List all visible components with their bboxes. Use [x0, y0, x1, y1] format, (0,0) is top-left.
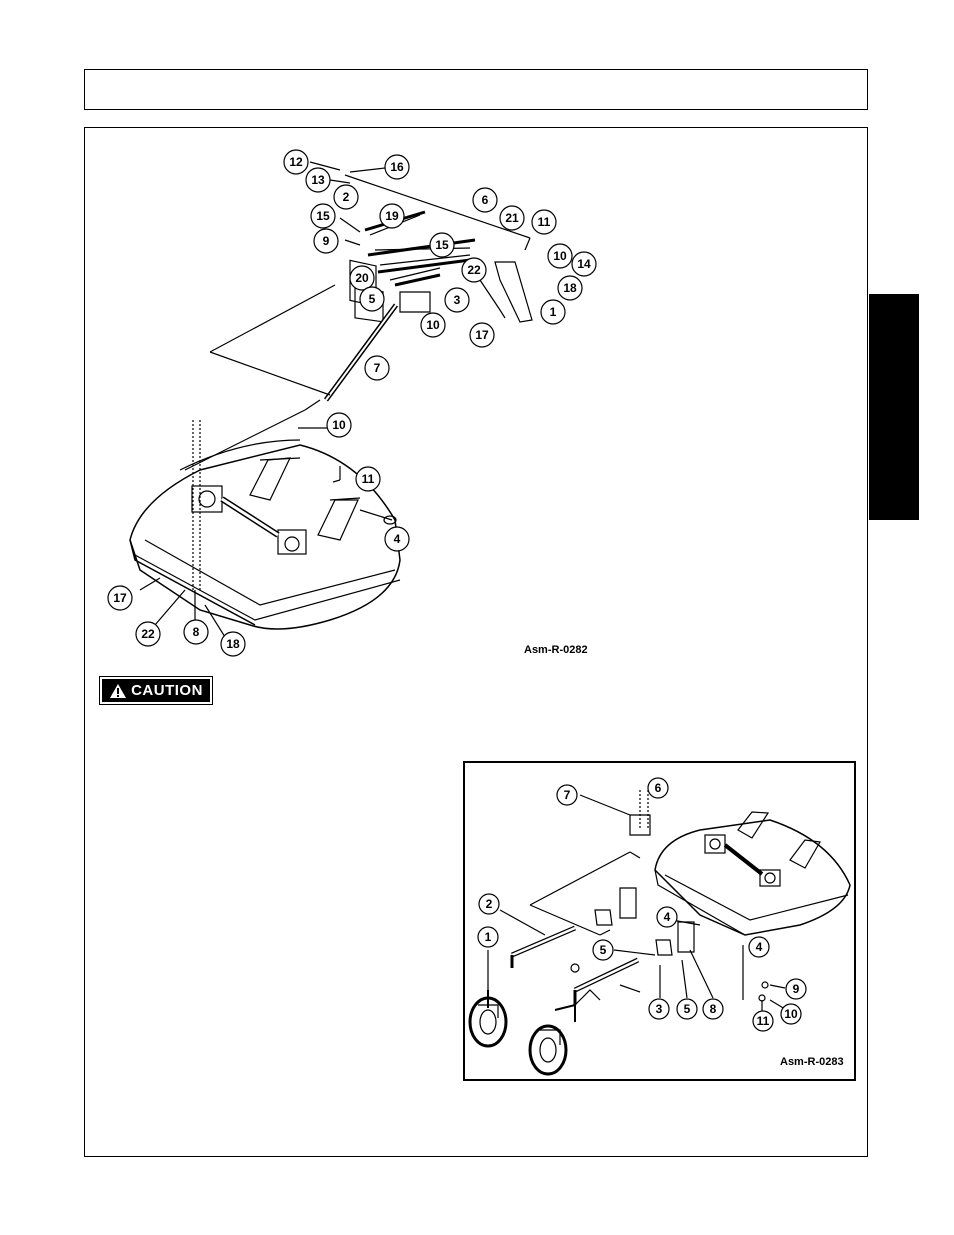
- svg-text:15: 15: [435, 238, 449, 252]
- svg-text:2: 2: [343, 190, 350, 204]
- callout-13: 13: [305, 167, 331, 193]
- svg-text:11: 11: [362, 472, 375, 486]
- svg-text:11: 11: [538, 215, 551, 229]
- callout-15b: 15: [429, 232, 455, 258]
- svg-text:11: 11: [757, 1014, 770, 1028]
- content-frame: [84, 127, 868, 1157]
- svg-text:17: 17: [475, 328, 489, 342]
- svg-text:6: 6: [482, 193, 489, 207]
- callout-10b: 10: [420, 312, 446, 338]
- callout-b8: 8: [702, 998, 724, 1020]
- callout-22b: 22: [135, 621, 161, 647]
- callout-3: 3: [444, 287, 470, 313]
- svg-text:17: 17: [113, 591, 127, 605]
- svg-text:10: 10: [332, 418, 346, 432]
- callout-11b: 11: [355, 466, 381, 492]
- callout-b9: 9: [785, 978, 807, 1000]
- svg-text:1: 1: [485, 930, 492, 944]
- mower-hitch-exploded-diagram: 12 16 13 2 6 15 19 21 11 9 15 10 14 22 2…: [107, 149, 597, 657]
- callout-17a: 17: [469, 322, 495, 348]
- callout-b6: 6: [647, 777, 669, 799]
- callout-b5a: 5: [592, 939, 614, 961]
- callout-21: 21: [499, 205, 525, 231]
- svg-text:3: 3: [656, 1002, 663, 1016]
- callout-b4b: 4: [748, 936, 770, 958]
- callout-15a: 15: [310, 203, 336, 229]
- callout-b3: 3: [648, 998, 670, 1020]
- svg-text:16: 16: [390, 160, 404, 174]
- svg-text:2: 2: [486, 897, 493, 911]
- callout-19: 19: [379, 203, 405, 229]
- callout-b10: 10: [780, 1003, 802, 1025]
- callout-10c: 10: [326, 412, 352, 438]
- svg-text:5: 5: [684, 1002, 691, 1016]
- warning-triangle-icon: [110, 683, 127, 698]
- svg-text:18: 18: [563, 281, 577, 295]
- header-frame: [84, 69, 868, 110]
- svg-text:6: 6: [655, 781, 662, 795]
- svg-text:3: 3: [454, 293, 461, 307]
- svg-text:10: 10: [784, 1007, 798, 1021]
- callout-b5b: 5: [676, 998, 698, 1020]
- callout-12: 12: [283, 149, 309, 175]
- callout-b2: 2: [478, 893, 500, 915]
- svg-text:10: 10: [553, 249, 567, 263]
- svg-text:15: 15: [316, 209, 330, 223]
- svg-text:12: 12: [289, 155, 303, 169]
- svg-text:18: 18: [226, 637, 240, 651]
- callout-5: 5: [359, 286, 385, 312]
- callout-b4a: 4: [656, 906, 678, 928]
- svg-text:21: 21: [505, 211, 519, 225]
- callout-18b: 18: [220, 631, 246, 657]
- svg-text:7: 7: [564, 788, 571, 802]
- callout-14: 14: [571, 251, 597, 277]
- callout-11a: 11: [531, 209, 557, 235]
- caution-label: CAUTION: [131, 682, 203, 699]
- callout-6: 6: [472, 187, 498, 213]
- callout-8a: 8: [183, 619, 209, 645]
- caution-badge: CAUTION: [99, 676, 213, 705]
- callout-18a: 18: [557, 275, 583, 301]
- svg-text:10: 10: [426, 318, 440, 332]
- figure-ref-bottom: Asm-R-0283: [780, 1056, 844, 1068]
- svg-text:9: 9: [323, 234, 330, 248]
- svg-text:4: 4: [394, 532, 401, 546]
- svg-text:14: 14: [577, 257, 591, 271]
- callout-10a: 10: [547, 243, 573, 269]
- callout-2: 2: [333, 184, 359, 210]
- callout-9: 9: [313, 228, 339, 254]
- callout-b1: 1: [477, 926, 499, 948]
- svg-text:1: 1: [550, 305, 557, 319]
- svg-text:19: 19: [385, 209, 399, 223]
- svg-text:22: 22: [467, 263, 481, 277]
- callout-22a: 22: [461, 257, 487, 283]
- callout-4a: 4: [384, 526, 410, 552]
- svg-text:4: 4: [664, 910, 671, 924]
- callout-20: 20: [349, 265, 375, 291]
- svg-text:8: 8: [710, 1002, 717, 1016]
- section-tab: [869, 294, 919, 520]
- svg-text:4: 4: [756, 940, 763, 954]
- svg-text:9: 9: [793, 982, 800, 996]
- callout-b7: 7: [556, 784, 578, 806]
- callout-b11: 11: [752, 1010, 774, 1032]
- caster-wheel-inset: [463, 761, 856, 1081]
- callout-17b: 17: [107, 585, 133, 611]
- svg-text:8: 8: [193, 625, 200, 639]
- callout-7: 7: [364, 355, 390, 381]
- svg-text:22: 22: [141, 627, 155, 641]
- svg-text:13: 13: [311, 173, 325, 187]
- svg-text:20: 20: [355, 271, 369, 285]
- callout-16: 16: [384, 154, 410, 180]
- svg-text:7: 7: [374, 361, 381, 375]
- svg-text:5: 5: [369, 292, 376, 306]
- figure-ref-top: Asm-R-0282: [524, 644, 588, 656]
- callout-1: 1: [540, 299, 566, 325]
- svg-text:5: 5: [600, 943, 607, 957]
